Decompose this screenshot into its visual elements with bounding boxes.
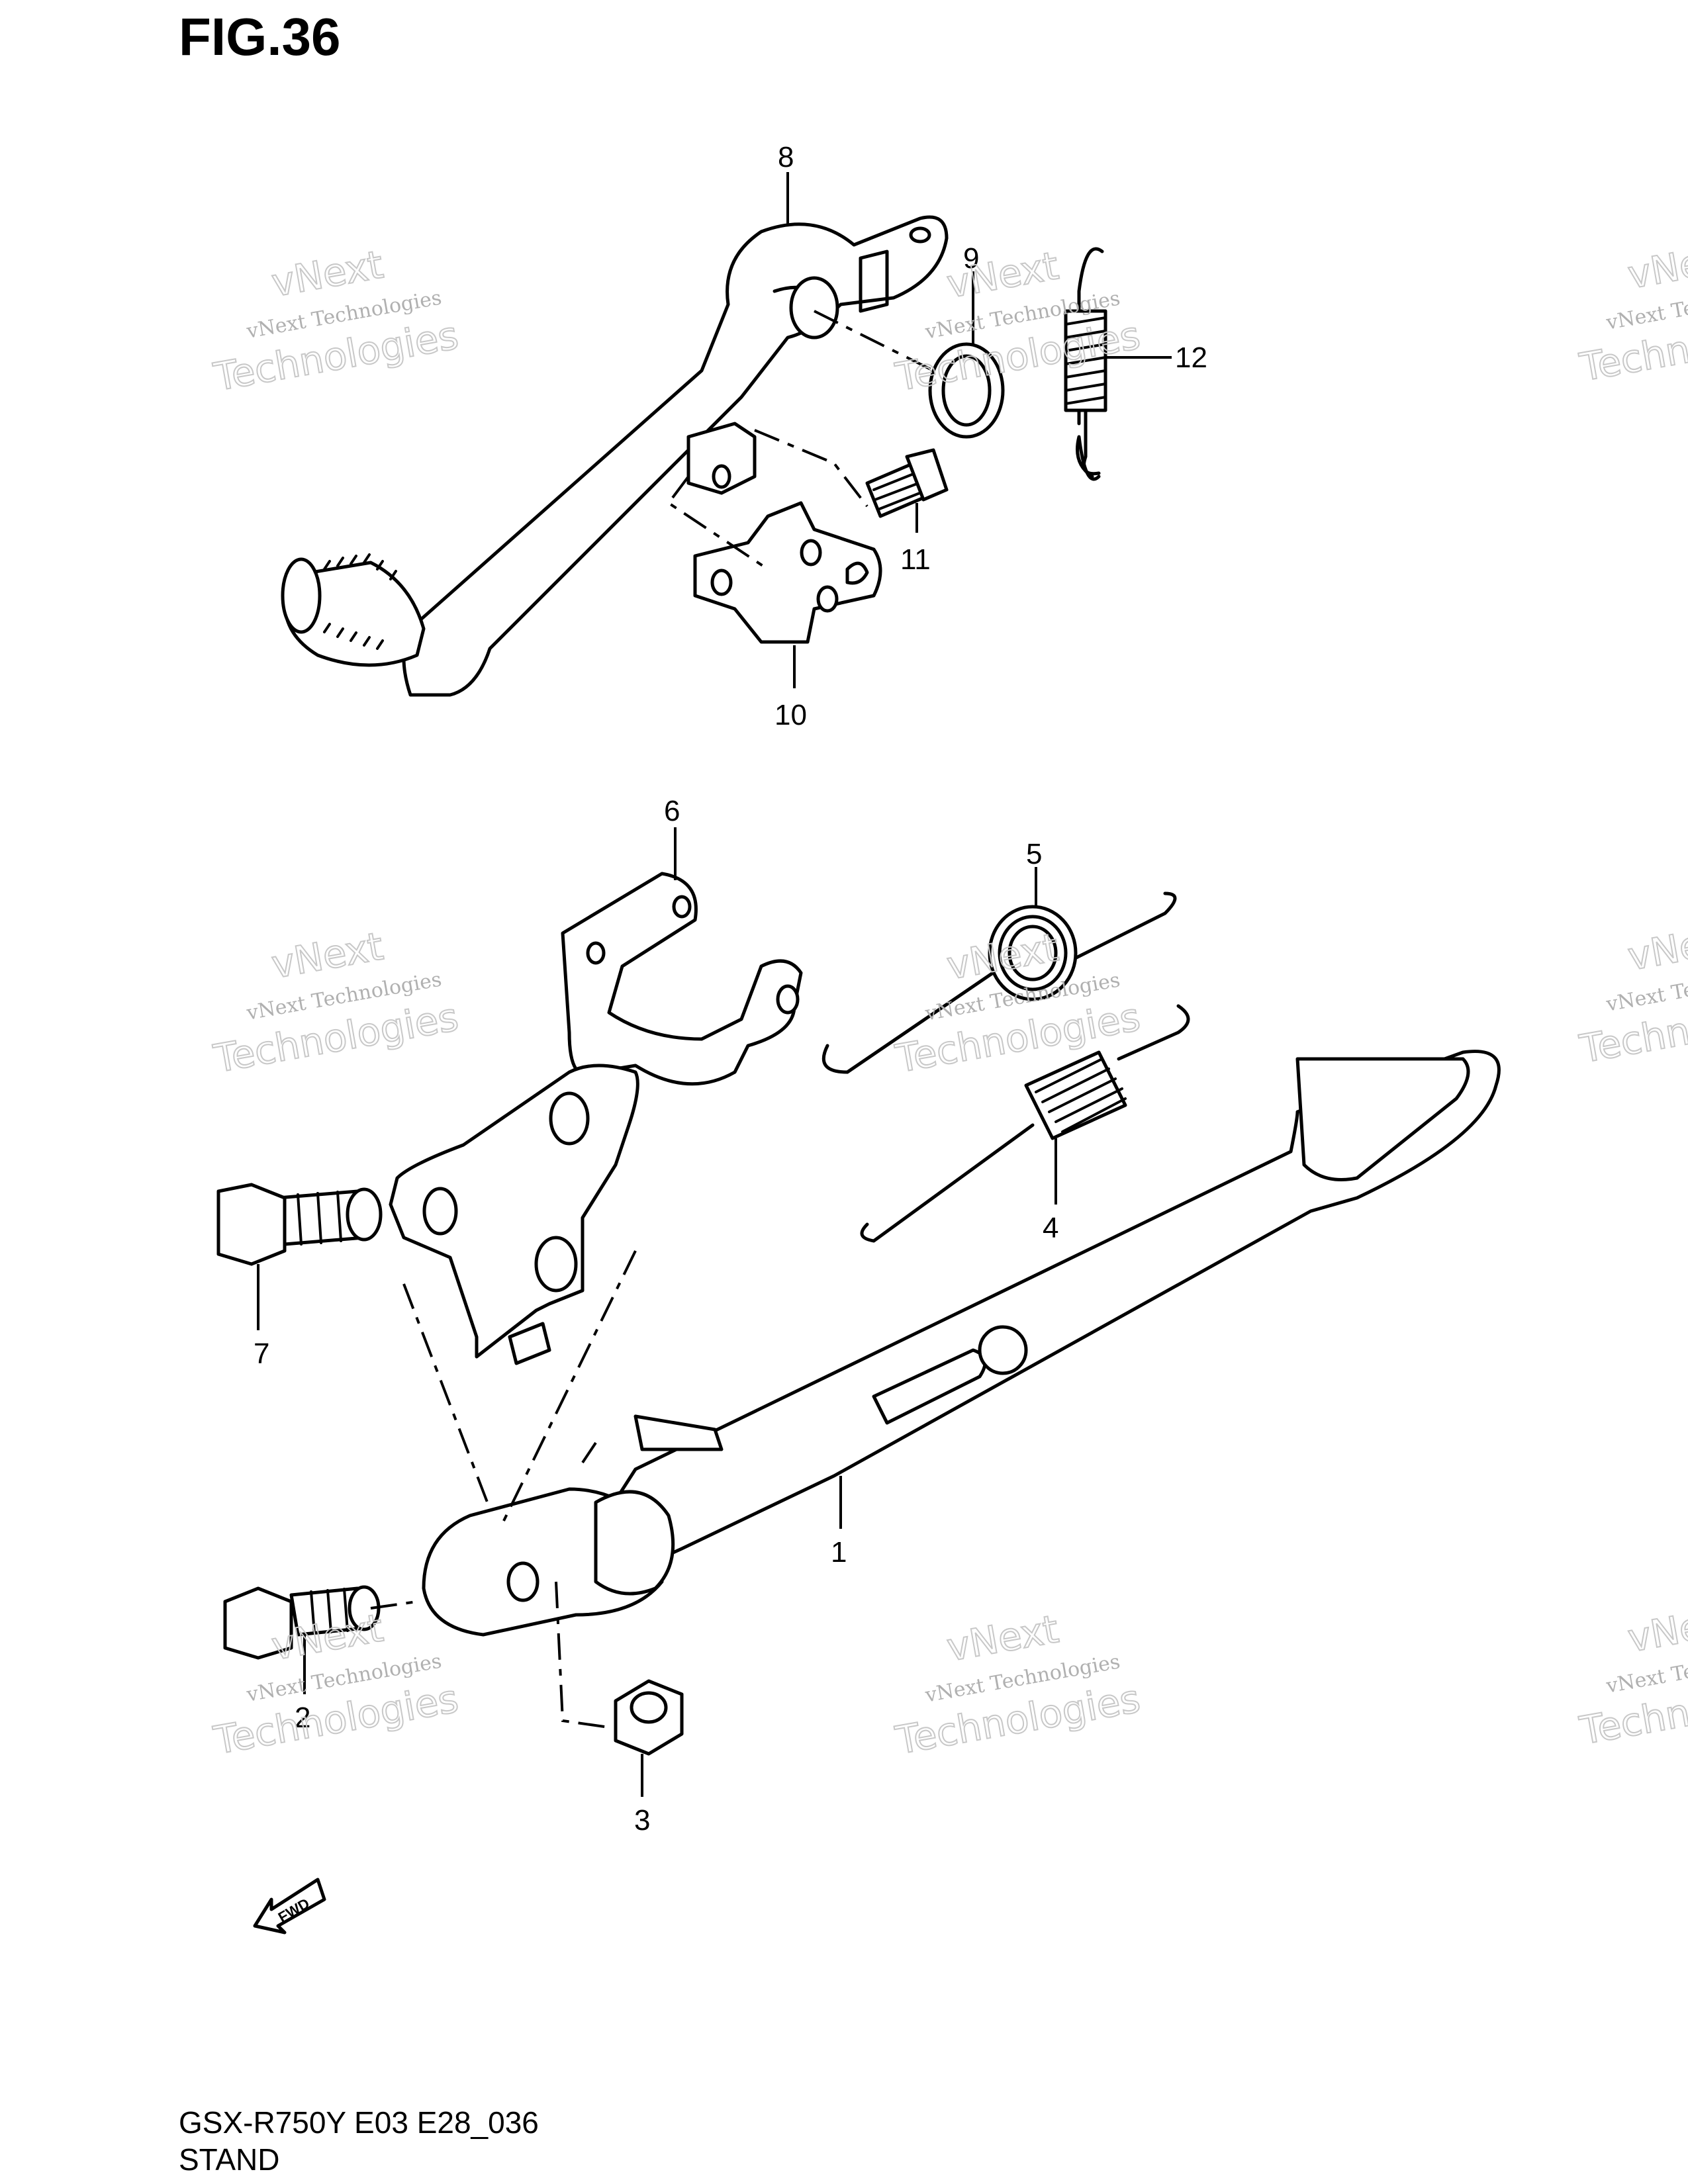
- model-code: GSX-R750Y E03 E28_036: [179, 2105, 539, 2140]
- watermark: vNext vNext Technologies Technologies: [1575, 1596, 1688, 1754]
- svg-text:vNext: vNext: [268, 242, 387, 305]
- svg-text:vNext: vNext: [943, 1606, 1062, 1670]
- part-2-bolt: [223, 1585, 381, 1660]
- part-1-side-stand: [422, 1050, 1501, 1637]
- part-10-bracket: [693, 501, 882, 644]
- upper-assembly-lines: [667, 310, 934, 570]
- svg-text:vNext: vNext: [1624, 915, 1688, 979]
- part-4-spring: [860, 1004, 1190, 1243]
- figure-title: FIG.36: [179, 7, 341, 66]
- svg-text:vNext: vNext: [268, 923, 387, 987]
- svg-text:vNext: vNext: [943, 243, 1062, 306]
- footpeg: [281, 553, 426, 667]
- fwd-arrow-icon: FWD: [253, 1878, 326, 1934]
- callout-9: 9: [963, 242, 979, 275]
- lower-assembly-lines: [370, 1250, 637, 1729]
- callout-2: 2: [295, 1702, 310, 1734]
- part-7-bolt: [216, 1183, 383, 1266]
- part-5-spring: [821, 891, 1177, 1074]
- part-3-nut: [614, 1679, 684, 1756]
- svg-text:vNext: vNext: [1624, 234, 1688, 297]
- callout-10: 10: [774, 699, 807, 731]
- callout-1: 1: [831, 1536, 847, 1569]
- svg-text:vNext: vNext: [1624, 1597, 1688, 1661]
- callout-4: 4: [1043, 1212, 1058, 1244]
- watermark: vNext vNext Technologies Technologies: [892, 1606, 1145, 1764]
- watermark: vNext vNext Technologies Technologies: [1575, 915, 1688, 1072]
- callout-8: 8: [778, 141, 794, 173]
- callout-5: 5: [1026, 838, 1042, 870]
- callout-leaders: [257, 172, 1172, 1797]
- watermarks: vNext vNext Technologies Technologies vN…: [210, 233, 1688, 1764]
- watermark: vNext vNext Technologies Technologies: [210, 241, 463, 400]
- callout-numbers: 8 9 12 11 10 6 5 4 1 7 2 3: [254, 141, 1207, 1837]
- watermark: vNext vNext Technologies Technologies: [892, 924, 1145, 1082]
- section-name: STAND: [179, 2142, 280, 2177]
- watermark: vNext vNext Technologies Technologies: [210, 923, 463, 1082]
- callout-12: 12: [1175, 341, 1207, 374]
- callout-3: 3: [634, 1804, 650, 1837]
- part-8-pedal: [402, 215, 949, 697]
- watermark: vNext vNext Technologies Technologies: [210, 1604, 463, 1764]
- callout-6: 6: [664, 795, 680, 827]
- watermark: vNext vNext Technologies Technologies: [1575, 233, 1688, 390]
- callout-11: 11: [900, 543, 931, 576]
- part-11-bolt: [865, 448, 949, 518]
- part-9-washer: [928, 342, 1005, 439]
- part-6-mount-bracket: [561, 872, 803, 1086]
- callout-7: 7: [254, 1338, 269, 1370]
- part-12-spring: [1064, 247, 1107, 481]
- pedal-pivot-block: [686, 422, 757, 495]
- frame-plate: [389, 1064, 639, 1365]
